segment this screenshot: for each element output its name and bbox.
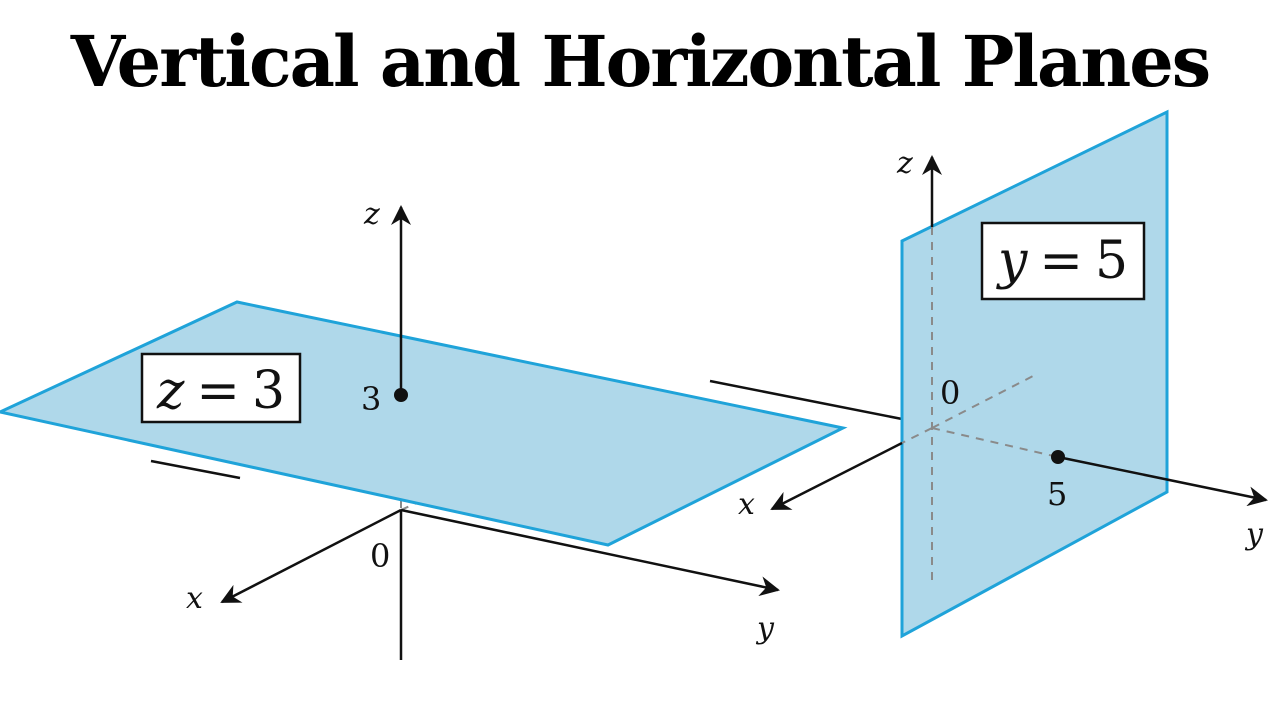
left-x-axis-label: x [186,581,203,616]
right-x-axis-hidden [901,427,933,444]
left-point-3-label: 3 [361,380,381,418]
right-diagram: z x y 0 5 y=5 [709,109,1268,639]
equation-z-3-variable: z [156,361,185,421]
equation-y-5-variable: y [996,231,1028,291]
equation-y-5: y=5 [996,231,1128,291]
equation-box-y-5-frame [980,221,1146,301]
equation-box-z-3-frame [140,352,302,424]
equation-box-y-5: y=5 [980,221,1146,301]
left-y-axis [400,508,780,597]
equation-y-5-operator: = [1039,231,1083,291]
left-origin-label: 0 [370,537,390,575]
right-point-5-label: 5 [1047,475,1067,513]
equation-box-z-3: z=3 [140,352,302,424]
left-y-axis-back [150,459,241,480]
right-x-axis-label: x [738,487,755,522]
horizontal-plane [0,300,848,547]
equation-z-3-operator: = [196,361,240,421]
right-y-axis [1057,455,1268,507]
equation-z-3-value: 3 [252,361,285,421]
left-diagram: z x y 3 0 z=3 [0,197,848,660]
right-x-axis [770,441,903,511]
page-title: Vertical and Horizontal Planes [70,20,1211,103]
right-y-axis-label: y [1244,517,1264,552]
left-z-axis-label: z [363,197,380,232]
right-z-axis-label: z [896,146,913,181]
left-point-3 [394,388,408,402]
right-back-axis-hidden [931,374,1036,429]
right-origin-label: 0 [940,374,960,412]
equation-z-3: z=3 [156,361,285,421]
left-x-axis [220,508,402,604]
equation-y-5-value: 5 [1095,231,1128,291]
right-y-axis-hidden [931,427,1059,458]
left-y-axis-label: y [755,611,775,646]
right-point-5 [1051,450,1065,464]
right-y-axis-back [709,379,903,421]
